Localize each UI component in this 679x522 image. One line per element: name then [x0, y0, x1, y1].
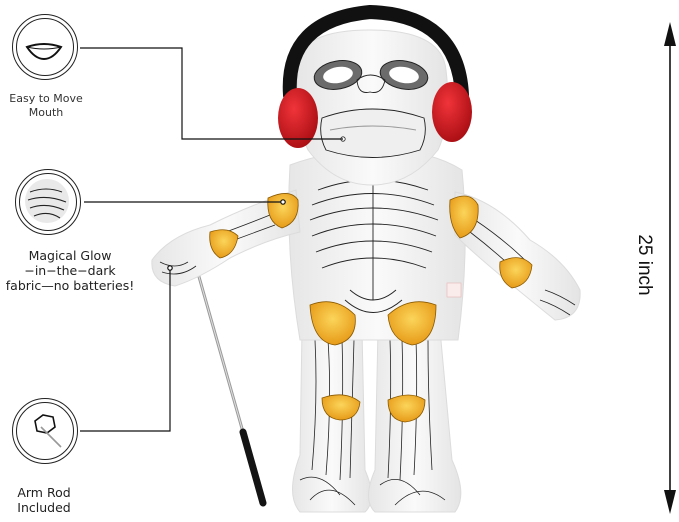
headphones — [278, 4, 472, 148]
legs — [292, 329, 462, 513]
left-arm — [151, 189, 301, 287]
arm-rod — [188, 239, 267, 507]
mouth-label-line-2: Mouth — [28, 106, 64, 119]
torso — [288, 149, 466, 346]
glow-fabric-icon — [25, 179, 69, 223]
arm-rod-icon — [34, 414, 62, 448]
head — [296, 29, 449, 186]
mouth-feature-label: Easy to Move Mouth — [0, 92, 92, 120]
left-earmuff — [278, 88, 318, 148]
mouth-leader — [80, 47, 343, 140]
rod-leader — [80, 268, 171, 432]
glow-fabric-badge — [15, 169, 81, 235]
height-measurement-text: 25 inch — [634, 234, 655, 296]
glow-label-line-3: fabric—no batteries! — [5, 278, 135, 293]
glow-feature-label: Magical Glow −in−the−dark fabric—no batt… — [0, 248, 140, 293]
glow-label-line-2: −in−the−dark — [24, 263, 116, 278]
height-measurement: 25 inch — [624, 234, 664, 296]
mouth-badge — [12, 14, 78, 80]
arm-rod-feature-label: Arm Rod Included — [4, 485, 84, 515]
arm-rod-label-line-2: Included — [17, 500, 71, 515]
arm-rod-label-line-1: Arm Rod — [17, 485, 71, 500]
mouth-label-line-1: Easy to Move — [9, 92, 83, 105]
right-arm — [449, 191, 581, 321]
height-arrow — [664, 22, 676, 514]
leader-lines — [80, 47, 343, 432]
mouth-icon — [25, 43, 63, 61]
arm-rod-badge — [12, 398, 78, 464]
glow-label-line-1: Magical Glow — [28, 248, 112, 263]
right-earmuff — [432, 82, 472, 142]
